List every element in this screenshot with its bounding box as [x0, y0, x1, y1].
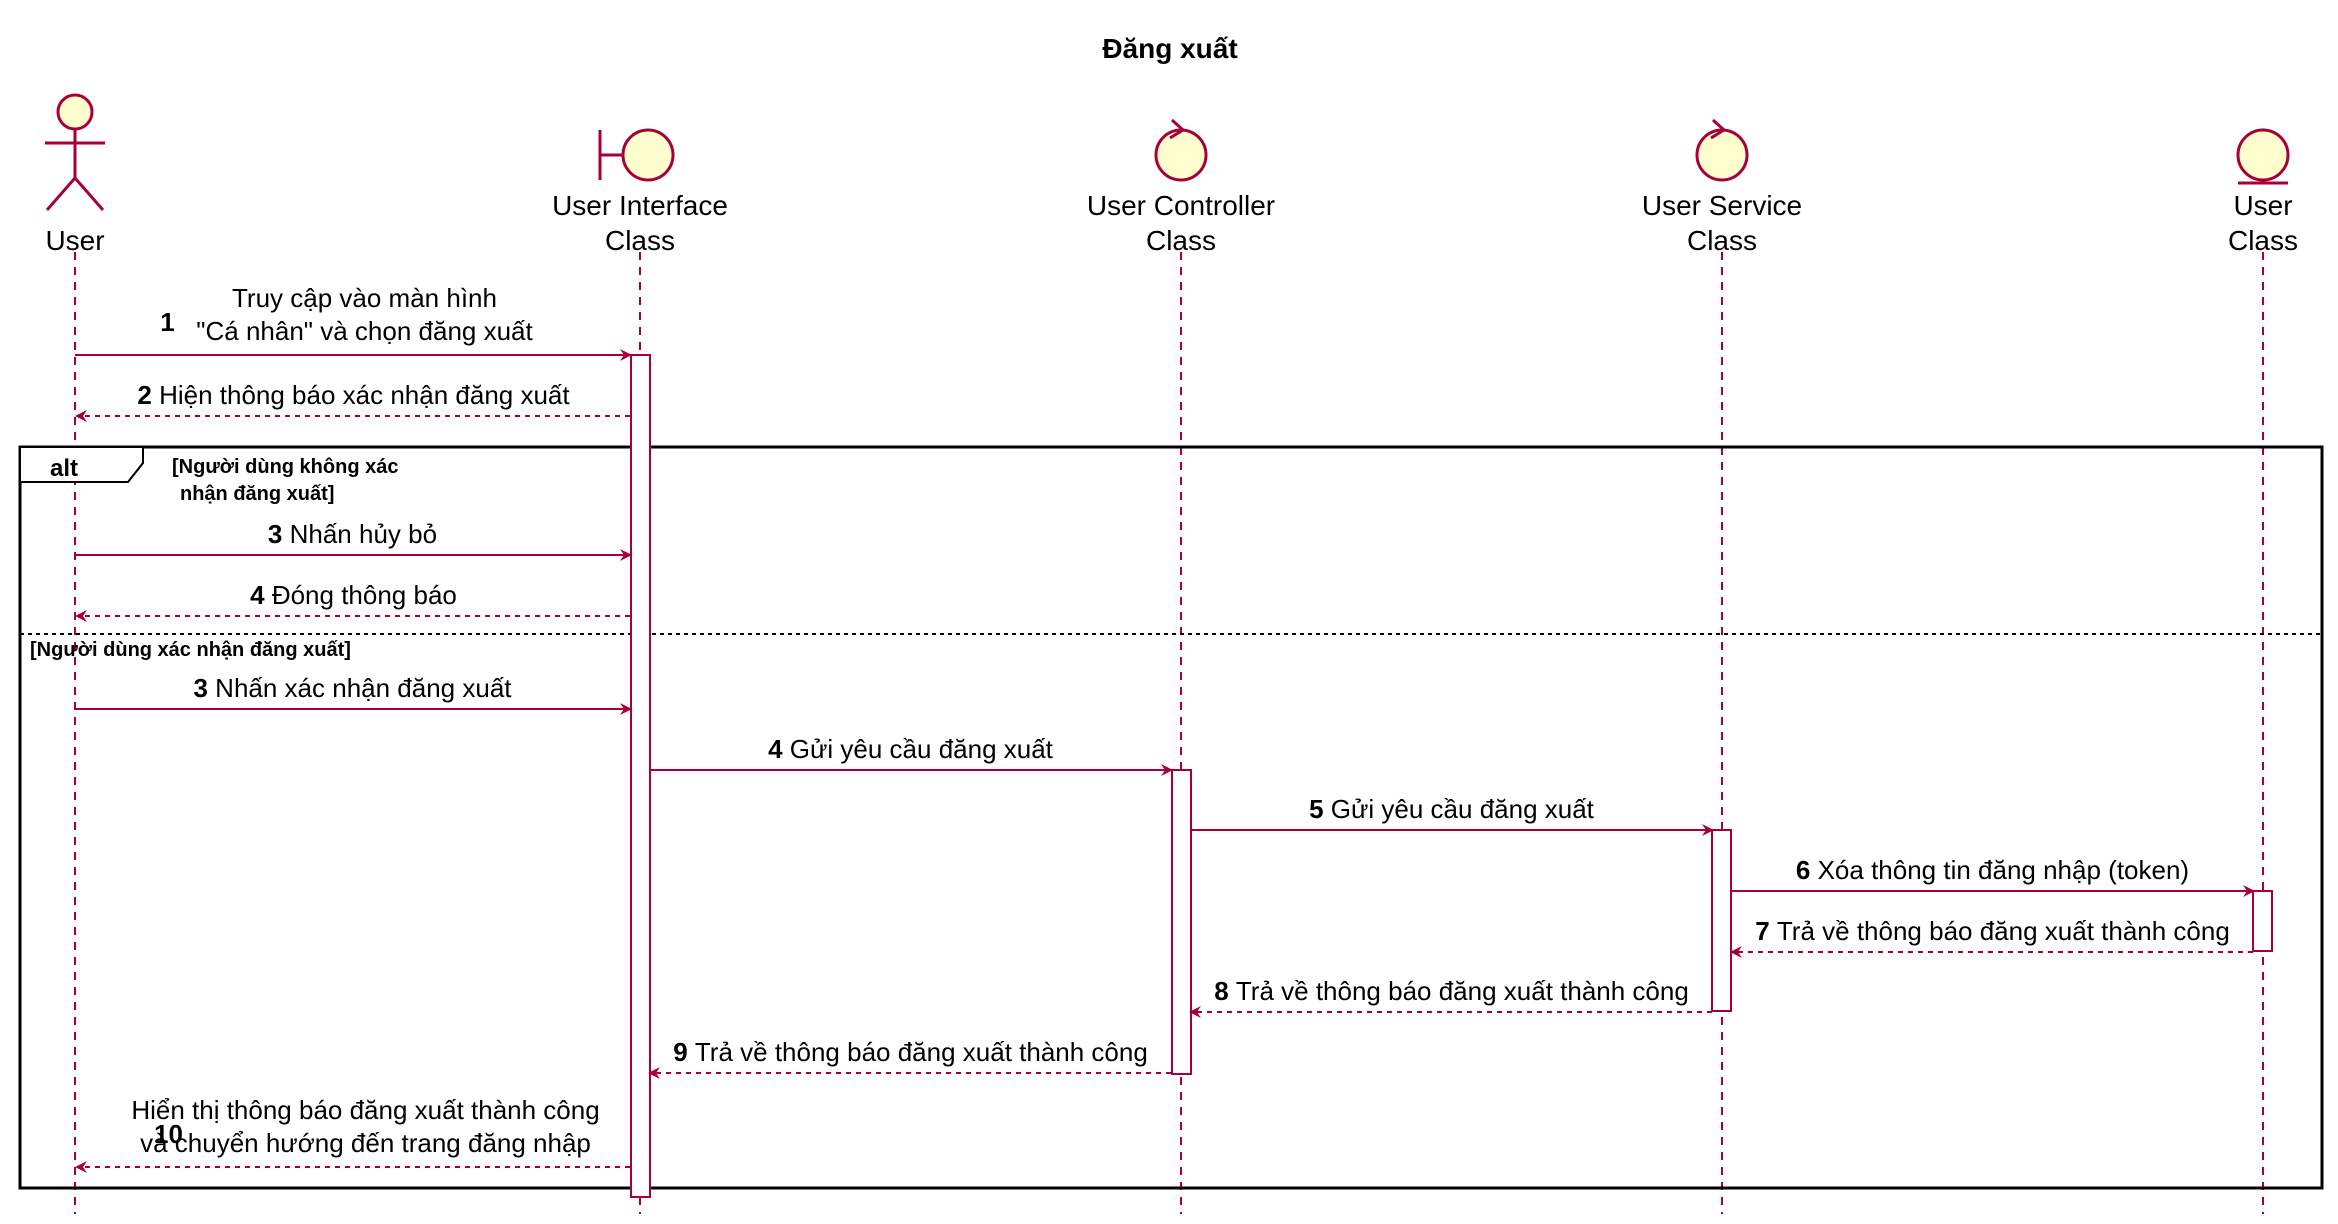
participant-label-user: User [45, 225, 104, 256]
activation-bars [630, 354, 2273, 1198]
participant-label-entity: User [2233, 190, 2292, 221]
message-1: 1 Truy cập vào màn hình"Cá nhân" và chọn … [75, 283, 632, 361]
message-label: 5 Gửi yêu cầu đăng xuất [1309, 794, 1595, 824]
message-label-line: và chuyển hướng đến trang đăng nhập [140, 1128, 591, 1158]
control-icon [1695, 118, 1749, 182]
message-label: 9 Trả về thông báo đăng xuất thành công [673, 1037, 1148, 1067]
participant-label-ui: Class [605, 225, 675, 256]
participant-label-service: Class [1687, 225, 1757, 256]
message-label: 6 Xóa thông tin đăng nhập (token) [1796, 855, 2189, 885]
activation-controller [1171, 769, 1192, 1075]
activation-entity [2252, 890, 2273, 952]
message-label: 7 Trả về thông báo đăng xuất thành công [1755, 916, 2230, 946]
alt-label-tab [19, 446, 144, 483]
message-label-line: Hiển thị thông báo đăng xuất thành công [131, 1095, 599, 1125]
message-6: 4 Gửi yêu cầu đăng xuất [650, 734, 1173, 776]
alt-guard-1-line-2: nhận đăng xuất] [180, 483, 334, 505]
message-label-line: Truy cập vào màn hình [232, 283, 497, 313]
message-label-line: "Cá nhân" và chọn đăng xuất [196, 316, 533, 346]
message-2: 2 Hiện thông báo xác nhận đăng xuất [75, 380, 630, 422]
message-9: 7 Trả về thông báo đăng xuất thành công [1730, 916, 2253, 958]
control-icon [1154, 118, 1208, 182]
actor-icon [45, 93, 105, 211]
message-label: 3 Nhấn xác nhận đăng xuất [193, 673, 512, 703]
participant-label-controller: User Controller [1087, 190, 1275, 221]
participant-label-entity: Class [2228, 225, 2298, 256]
message-4: 4 Đóng thông báo [75, 580, 630, 622]
participant-label-ui: User Interface [552, 190, 728, 221]
message-11: 9 Trả về thông báo đăng xuất thành công [648, 1037, 1171, 1079]
boundary-icon [598, 128, 675, 182]
alt-guard-1-line-1: [Người dùng không xác [172, 456, 398, 478]
message-8: 6 Xóa thông tin đăng nhập (token) [1732, 855, 2255, 897]
diagram-title: Đăng xuất [1102, 33, 1237, 64]
entity-icon [2236, 128, 2290, 185]
alt-keyword: alt [50, 455, 78, 482]
message-label: 4 Gửi yêu cầu đăng xuất [768, 734, 1054, 764]
message-label: 8 Trả về thông báo đăng xuất thành công [1214, 976, 1689, 1006]
activation-ui [630, 354, 651, 1198]
alt-fragment: alt [Người dùng không xác nhận đăng xuất… [18, 445, 2324, 1190]
messages: 1 Truy cập vào màn hình"Cá nhân" và chọn … [75, 283, 2255, 1173]
message-number: 10 [154, 1119, 183, 1149]
participant-label-service: User Service [1642, 190, 1802, 221]
activation-service [1711, 829, 1732, 1012]
message-number: 1 [160, 307, 174, 337]
participant-label-controller: Class [1146, 225, 1216, 256]
message-label: 3 Nhấn hủy bỏ [268, 519, 437, 549]
message-10: 8 Trả về thông báo đăng xuất thành công [1189, 976, 1712, 1018]
message-5: 3 Nhấn xác nhận đăng xuất [75, 673, 632, 715]
alt-guard-2: [Người dùng xác nhận đăng xuất] [30, 639, 351, 661]
message-7: 5 Gửi yêu cầu đăng xuất [1191, 794, 1714, 836]
message-3: 3 Nhấn hủy bỏ [75, 519, 632, 561]
alt-frame [18, 445, 2324, 1190]
message-label: 2 Hiện thông báo xác nhận đăng xuất [137, 380, 570, 410]
message-label: 4 Đóng thông báo [250, 580, 457, 610]
